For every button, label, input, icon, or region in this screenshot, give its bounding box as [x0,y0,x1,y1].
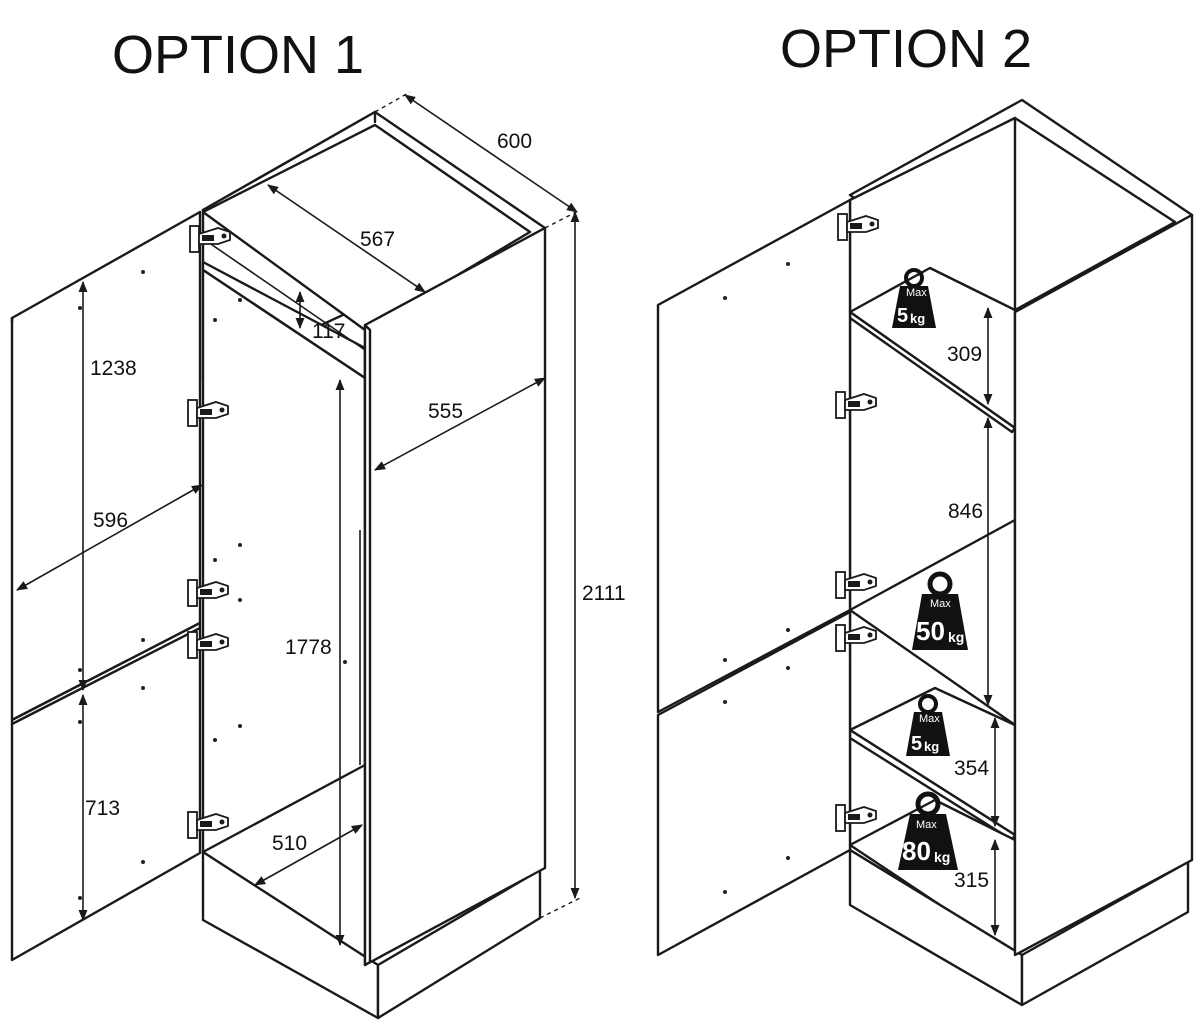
option-1-title: OPTION 1 [112,25,364,85]
depth-600-line [404,94,578,213]
dim-1778: 1778 [285,636,332,659]
svg-text:Max: Max [930,598,951,610]
svg-text:Max: Max [919,713,940,725]
right-side-panel [363,226,547,967]
option-2-cabinet: 309 846 354 315 Max 5 kg Max 50 kg Max 5… [656,98,1194,1007]
width-555-line [374,377,546,471]
svg-text:kg: kg [924,739,939,754]
screw-dots [723,262,790,894]
door-width-line [16,484,203,591]
weight-5kg-icon: Max 5 kg [892,268,936,328]
right-side-panel [1013,213,1194,957]
option-2-title: OPTION 2 [780,19,1032,79]
svg-text:Max: Max [906,287,927,299]
dim-567: 567 [360,228,395,251]
upper-door [656,198,852,714]
dim-315: 315 [954,869,989,892]
dim-510: 510 [272,832,307,855]
dim-600: 600 [497,130,532,153]
svg-text:5: 5 [911,733,922,755]
dim-1238: 1238 [90,357,137,380]
lower-door [656,610,852,957]
dim-846: 846 [948,500,983,523]
svg-text:Max: Max [916,819,937,831]
dim-309: 309 [947,343,982,366]
dim-354: 354 [954,757,989,780]
weight-80kg-icon: Max 80 kg [898,791,958,870]
dim-2111: 2111 [582,582,626,605]
dim-117: 117 [312,320,345,343]
option-1-cabinet: 600 567 117 555 1238 596 1778 2111 713 5… [10,91,626,1020]
dim-596: 596 [93,509,128,532]
dim-555: 555 [428,400,463,423]
svg-text:50: 50 [916,616,945,646]
base-depth-line [254,824,363,886]
dim-713: 713 [85,797,120,820]
lower-door [10,621,202,962]
right-side-edge [363,323,372,967]
svg-text:80: 80 [902,836,931,866]
svg-text:kg: kg [910,311,925,326]
svg-text:5: 5 [897,305,908,327]
svg-text:kg: kg [934,849,950,865]
weight-5kg-icon: Max 5 kg [906,694,950,756]
weight-50kg-icon: Max 50 kg [912,571,968,650]
svg-text:kg: kg [948,629,964,645]
depth-567-line [267,184,426,293]
